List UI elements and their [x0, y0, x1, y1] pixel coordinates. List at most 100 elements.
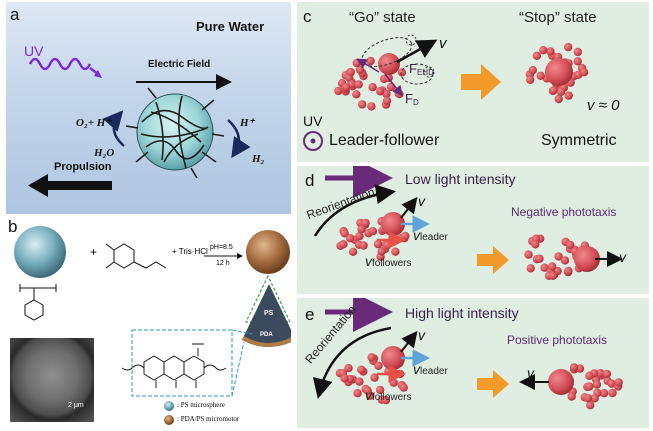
legend-pda-dot — [164, 415, 174, 425]
follower-particle — [361, 218, 370, 228]
legend-pda-label: : PDA/PS micromotor — [177, 415, 240, 423]
follower-particle — [573, 57, 582, 66]
low-intensity-label: Low light intensity — [405, 171, 516, 187]
ps-microsphere — [14, 226, 66, 278]
right-reaction-arrow — [227, 119, 251, 159]
follower-particle — [564, 266, 573, 276]
stop-state-label: “Stop” state — [519, 9, 597, 26]
follower-particle — [569, 363, 579, 372]
symmetric-label: Symmetric — [541, 132, 617, 149]
pda-ps-micromotor — [246, 230, 290, 274]
follower-particle — [556, 87, 566, 97]
follower-particle — [579, 68, 589, 77]
follower-particle — [399, 383, 408, 392]
follower-particle — [346, 234, 355, 243]
propulsion-arrow-shaft — [46, 181, 112, 190]
follower-particle — [546, 47, 555, 56]
h-plus-label: H⁺ — [240, 117, 255, 129]
v-zero-label: v ≈ 0 — [587, 97, 620, 114]
v-leader-label-e: vleader — [413, 361, 448, 377]
follower-particle — [583, 394, 593, 403]
leader-particle — [574, 246, 600, 272]
follower-particle — [368, 83, 377, 92]
follower-particle — [367, 353, 376, 362]
orange-arrow-e — [477, 370, 509, 398]
follower-particle — [566, 240, 575, 250]
leader-particle — [548, 369, 574, 395]
tracer-particle-2 — [423, 66, 435, 78]
panel-b: b + + Tris·HCl pH=8.5 12 h PS PDA 2 μm :… — [6, 218, 291, 428]
follower-particle — [354, 80, 363, 89]
follower-particle — [386, 82, 396, 92]
legend-ps-label: : PS microsphere — [177, 401, 225, 409]
flow-loop-bottom — [400, 63, 434, 85]
negative-cluster-end — [524, 234, 600, 280]
follower-particle — [599, 389, 609, 398]
stop-state-cluster — [525, 42, 589, 104]
follower-particle — [592, 380, 602, 389]
follower-particle — [526, 75, 535, 85]
leader-particle — [545, 58, 573, 86]
v-followers-label-d: vfollowers — [365, 253, 412, 269]
panel-c-graphics — [303, 34, 589, 151]
h2-label: H₂ — [252, 153, 265, 165]
negative-phototaxis-label: Negative phototaxis — [511, 205, 617, 219]
uv-symbol-icon — [303, 131, 323, 151]
follower-particle — [586, 401, 595, 410]
leader-particle — [381, 212, 405, 236]
velocity-arrow-d — [400, 196, 418, 219]
f-d-label: FD — [405, 91, 419, 107]
follower-particle — [368, 227, 378, 236]
follower-particle — [540, 263, 549, 272]
tris-hcl-label: + Tris·HCl — [172, 247, 208, 256]
plus-sign-1: + — [90, 245, 98, 259]
follower-particle — [374, 361, 383, 370]
leader-particle — [381, 346, 405, 370]
panel-a-graphics — [28, 57, 251, 197]
follower-particle — [348, 247, 358, 256]
f-d-arrow — [384, 73, 403, 97]
follower-particle — [539, 46, 548, 55]
positive-cluster-end — [548, 363, 623, 410]
velocity-label-c: v — [439, 35, 447, 52]
follower-particle — [554, 252, 563, 261]
o2-h-label: O₂+ H⁺ — [76, 117, 112, 129]
follower-particle — [596, 369, 605, 378]
follower-particle — [607, 379, 616, 388]
follower-particle — [391, 247, 400, 256]
panel-letter-b: b — [8, 218, 18, 236]
pure-water-title: Pure Water — [196, 19, 265, 34]
follower-particle — [382, 96, 392, 106]
uv-label: UV — [24, 43, 44, 59]
tracer-particle-1 — [405, 34, 417, 46]
follower-particle — [370, 373, 379, 382]
follower-particle — [366, 56, 375, 66]
propulsion-label: Propulsion — [54, 161, 112, 173]
follower-particle — [531, 240, 540, 249]
out-velocity-label-d: v — [619, 249, 626, 265]
go-state-label: “Go” state — [349, 9, 416, 26]
follower-particle — [526, 264, 535, 273]
follower-particle — [397, 68, 407, 77]
follower-particle — [573, 47, 582, 57]
follower-particle — [590, 394, 599, 403]
structure-box — [131, 329, 233, 397]
follower-particle — [564, 42, 573, 52]
reorientation-arc-d — [313, 184, 396, 237]
polystyrene-structure — [19, 284, 57, 321]
sem-image — [10, 338, 94, 422]
follower-particle — [602, 369, 612, 379]
panel-c: c “Go” state “Stop” state v FEHD FD v ≈ … — [297, 2, 649, 162]
legend-ps-dot — [164, 401, 174, 411]
out-velocity-label-e: v — [527, 365, 534, 381]
velocity-label-d: v — [418, 193, 425, 209]
follower-particle — [401, 231, 410, 241]
follower-particle — [381, 395, 391, 405]
follower-particle — [334, 86, 343, 96]
follower-particle — [377, 247, 386, 256]
follower-particle — [340, 229, 349, 238]
leader-follower-label: Leader-follower — [329, 132, 440, 149]
follower-particle — [373, 239, 383, 249]
follower-particle — [564, 91, 573, 100]
cross-section-wedge — [242, 284, 291, 347]
